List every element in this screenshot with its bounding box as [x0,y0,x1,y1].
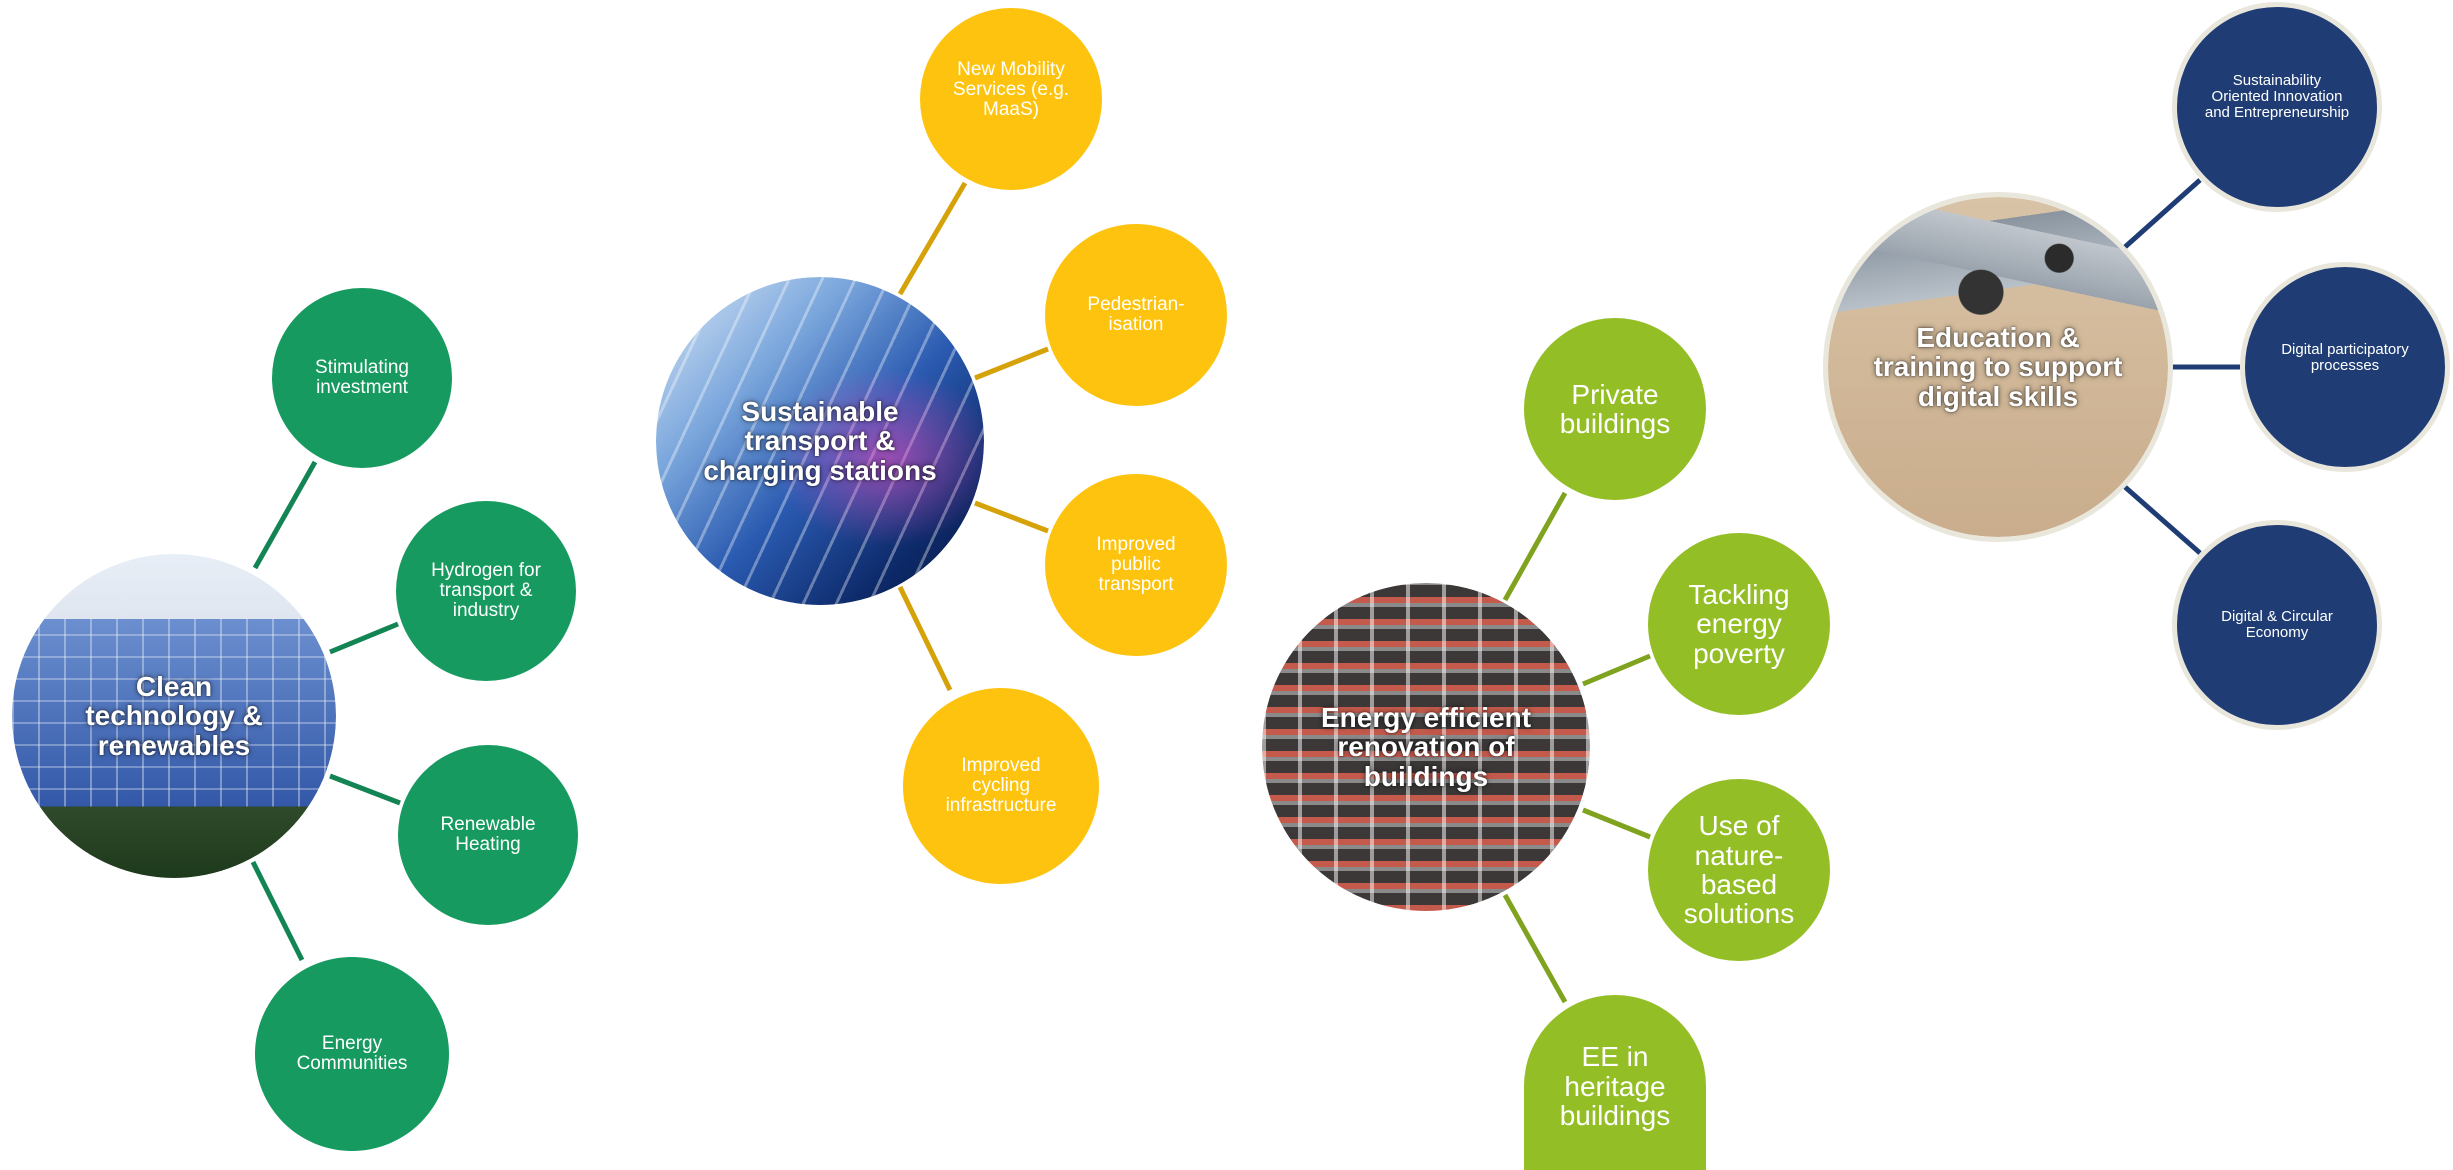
node-label: Hydrogen for transport & industry [431,560,541,621]
connector-digital-innovation [2123,178,2202,249]
apartment-building-image [1262,583,1590,911]
node-label: EE in heritage buildings [1559,1041,1671,1132]
node-label: Sustainability Oriented Innovation and E… [2204,72,2350,121]
node-nature-based-solutions: Use of nature-based solutions [1648,779,1830,961]
node-energy-communities: Energy Communities [255,957,449,1151]
connector-transport-pedestrian [974,346,1049,381]
node-label: Renewable Heating [440,814,536,855]
node-label: Use of nature-based solutions [1683,810,1795,930]
node-label: Digital & Circular Economy [2221,608,2333,641]
connector-clean-heating [329,773,401,806]
node-private-buildings: Private buildings [1524,318,1706,500]
node-new-mobility: New Mobility Services (e.g. MaaS) [920,8,1102,190]
node-label: Improved public transport [1096,534,1176,595]
connector-digital-circular [2123,485,2202,555]
node-label: Improved cycling infrastructure [945,755,1057,816]
node-pedestrianisation: Pedestrian-isation [1045,224,1227,406]
connector-transport-cycling [897,585,953,692]
connector-clean-communities [250,860,305,962]
solar-panels-image [12,554,336,878]
node-hydrogen: Hydrogen for transport & industry [396,501,576,681]
hub-digital-label: Education & training to support digital … [1873,321,2123,412]
transport-tunnel-image [656,277,984,605]
connector-transport-mobility [897,181,968,296]
connector-buildings-nature [1582,807,1651,840]
node-cycling-infrastructure: Improved cycling infrastructure [903,688,1099,884]
node-public-transport: Improved public transport [1045,474,1227,656]
node-stimulating-investment: Stimulating investment [272,288,452,468]
hub-clean-technology: Clean technology & renewables [12,554,336,878]
node-renewable-heating: Renewable Heating [398,745,578,925]
desk-laptops-image [1828,197,2168,537]
connector-clean-investment [252,460,318,570]
hub-energy-efficient-renovation: Energy efficient renovation of buildings [1262,583,1590,911]
node-sustainability-innovation: Sustainability Oriented Innovation and E… [2172,2,2382,212]
connector-buildings-heritage [1502,893,1568,1004]
node-label: Stimulating investment [315,357,409,398]
hub-education-digital-skills: Education & training to support digital … [1823,192,2173,542]
node-digital-circular-economy: Digital & Circular Economy [2172,520,2382,730]
node-label: Tackling energy poverty [1688,578,1790,669]
connector-clean-hydrogen [329,621,399,655]
connector-transport-public [974,500,1049,534]
node-tackling-energy-poverty: Tackling energy poverty [1648,533,1830,715]
node-digital-participatory: Digital participatory processes [2240,262,2450,472]
node-label: Digital participatory processes [2281,341,2409,374]
hub-sustainable-transport: Sustainable transport & charging station… [656,277,984,605]
node-label: New Mobility Services (e.g. MaaS) [952,59,1070,120]
connector-buildings-poverty [1582,653,1651,687]
node-label: Energy Communities [296,1033,408,1074]
node-label: Private buildings [1559,378,1671,439]
hub-clean-technology-label: Clean technology & renewables [85,670,263,761]
hub-buildings-label: Energy efficient renovation of buildings [1320,701,1532,792]
connector-buildings-private [1502,491,1568,602]
node-ee-heritage-buildings: EE in heritage buildings [1524,995,1706,1170]
hub-transport-label: Sustainable transport & charging station… [703,395,937,486]
node-label: Pedestrian-isation [1087,294,1185,335]
